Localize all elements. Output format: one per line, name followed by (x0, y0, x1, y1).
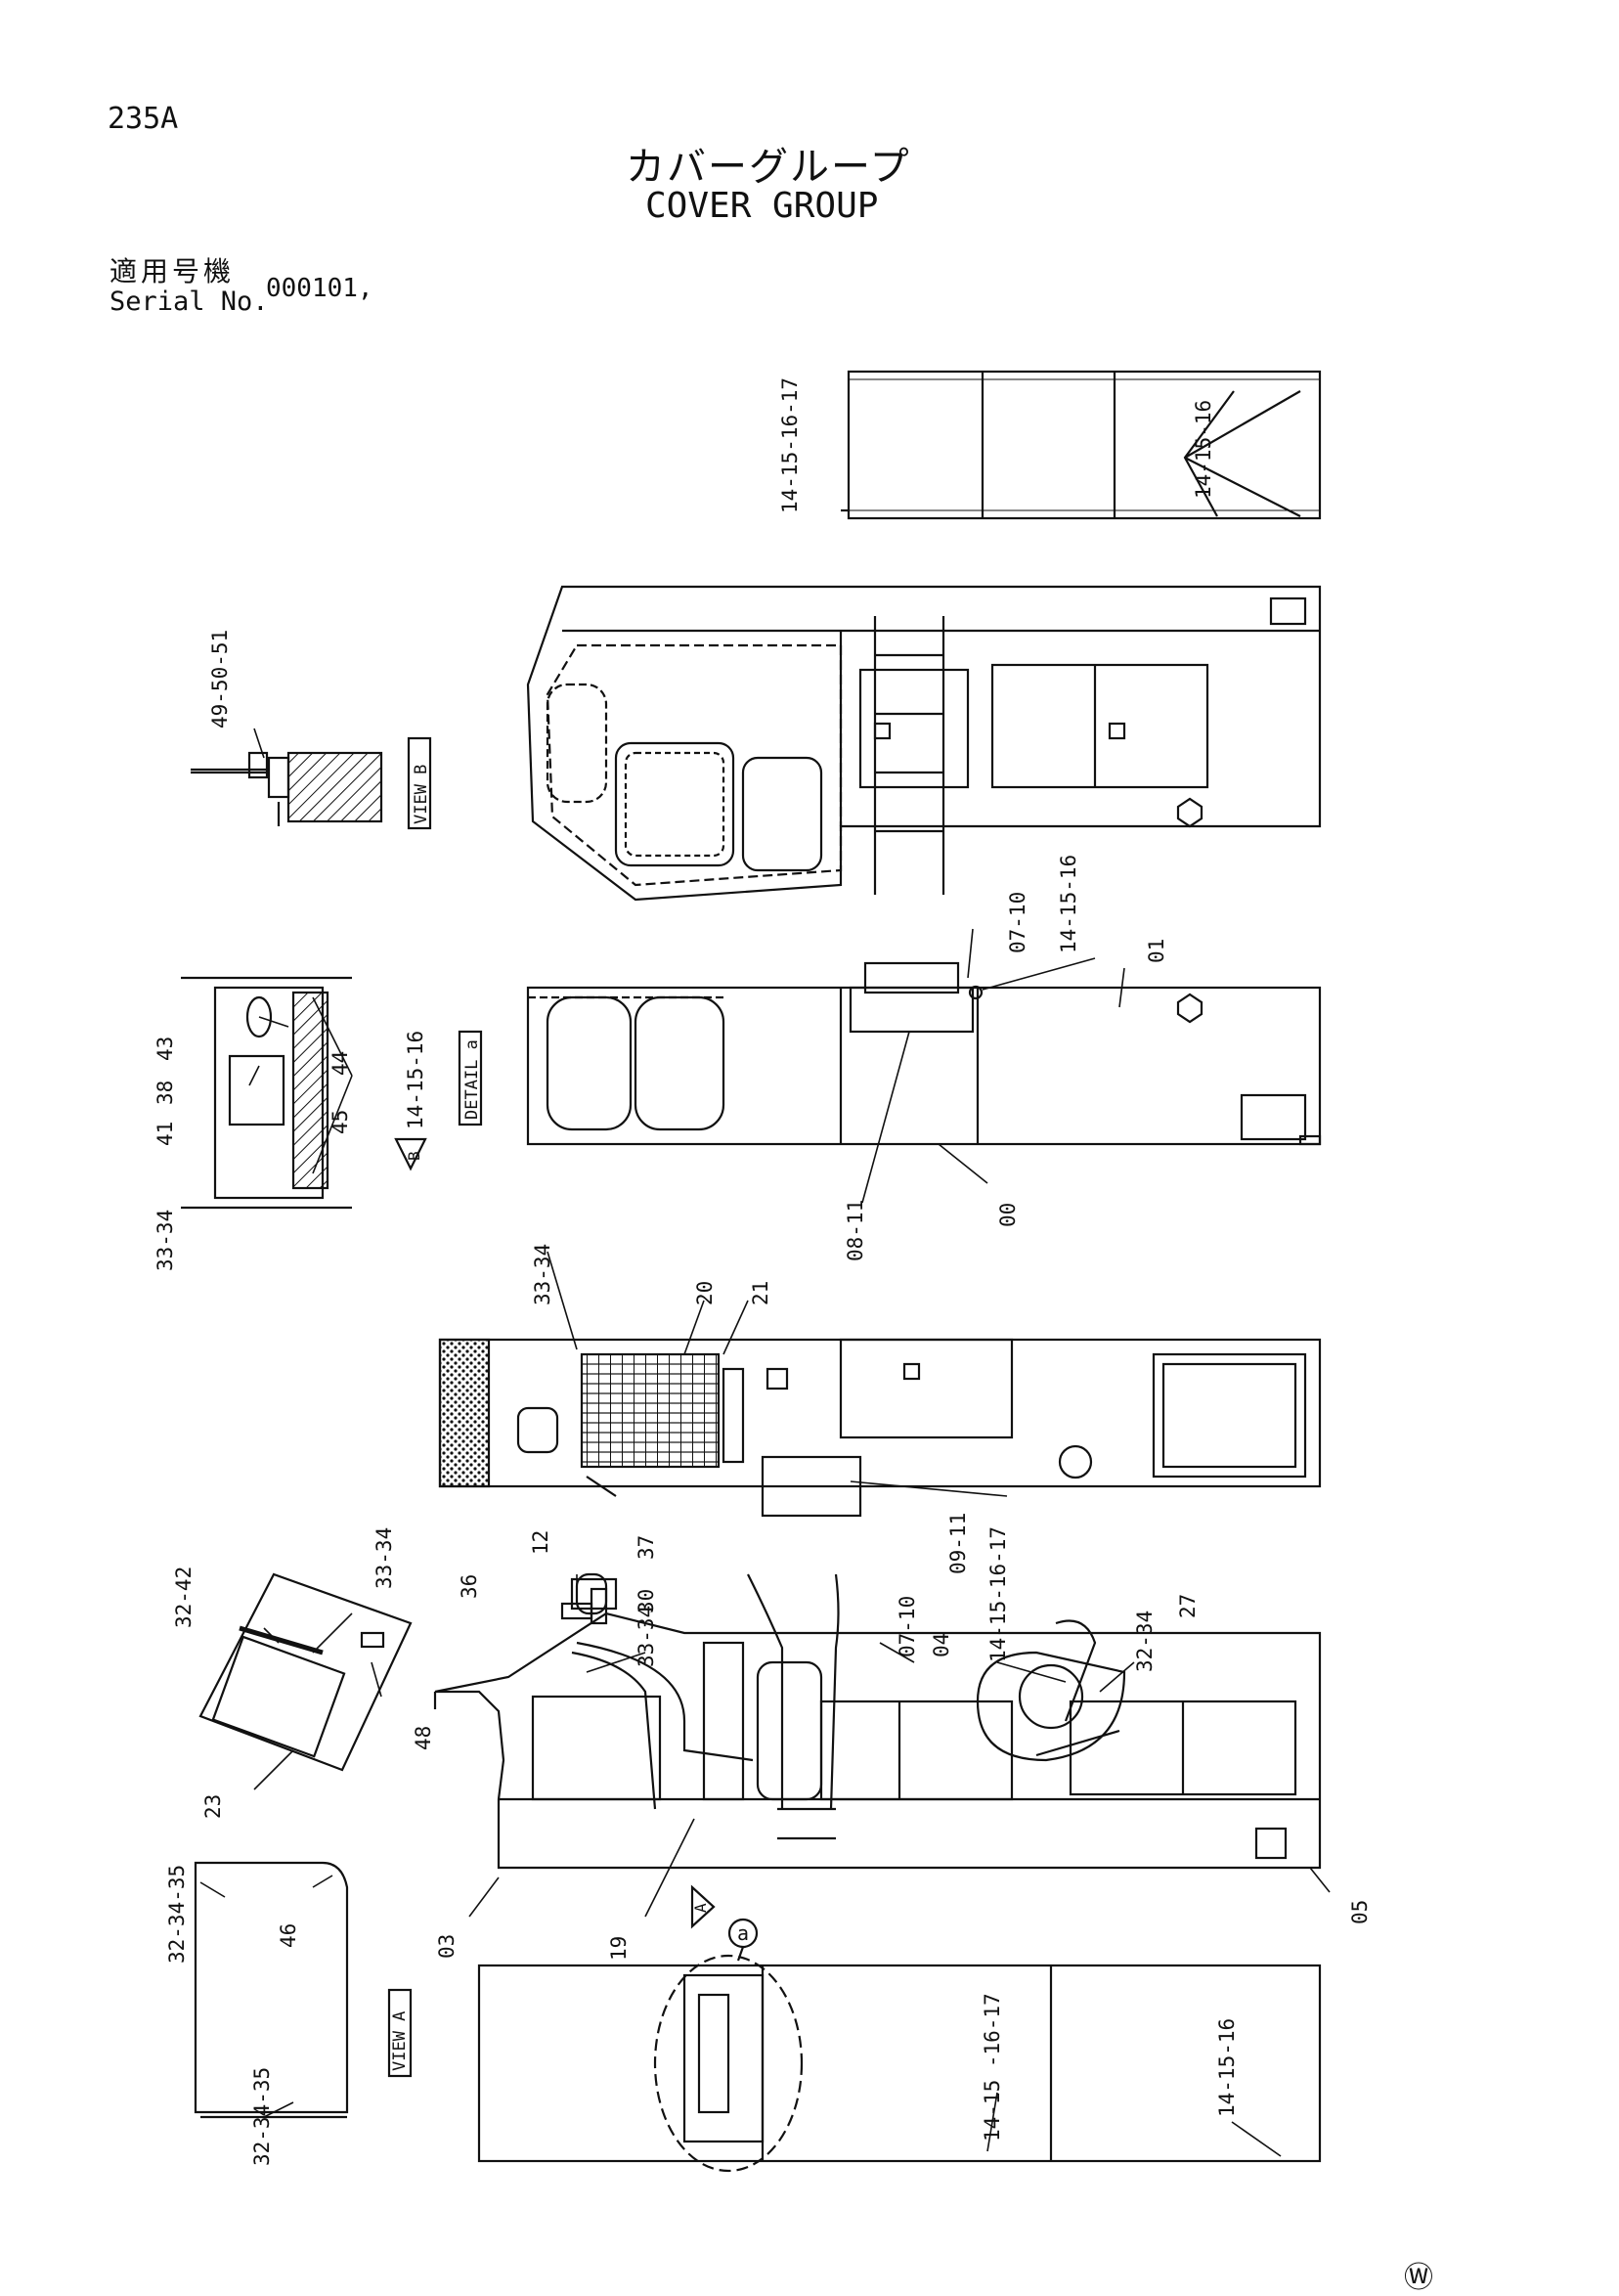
view-a: VIEW A A (194, 1861, 716, 2119)
callout-43: 43 (153, 1037, 177, 1061)
serial-label-japanese: 適用号機 (109, 255, 236, 287)
page-code: 235A (108, 102, 179, 136)
view-b-label: VIEW B (412, 765, 431, 824)
callout-36: 36 (458, 1574, 481, 1599)
callout-14-15-16-top: 14-15-16 (1192, 400, 1215, 499)
callout-48: 48 (412, 1726, 435, 1750)
serial-number-value: 000101, (266, 274, 373, 303)
roof-view-middle (526, 961, 1322, 1146)
callout-03: 03 (435, 1934, 459, 1959)
callout-33-34-panel: 33-34 (372, 1527, 396, 1589)
callout-27: 27 (1176, 1594, 1200, 1618)
callout-19: 19 (607, 1936, 631, 1961)
side-view-lower (433, 1572, 1322, 1870)
callout-20: 20 (693, 1281, 717, 1305)
leader-lines (199, 728, 1331, 2157)
arrow-b-label: B (405, 1151, 423, 1161)
view-a-label: VIEW A (390, 2011, 410, 2071)
callout-45: 45 (328, 1110, 352, 1134)
hatch-panel (198, 1572, 413, 1772)
callout-21: 21 (749, 1281, 772, 1305)
callout-14-15-16-upper: 14-15-16 (1057, 855, 1080, 953)
callout-12: 12 (529, 1530, 552, 1555)
arrow-a-label: A (691, 1903, 710, 1913)
roof-plan-top (841, 370, 1322, 520)
bottom-plan-view: a (477, 1918, 1322, 2173)
callout-33-34-mirror: 33-34 (634, 1606, 658, 1667)
callout-33-34-detail: 33-34 (153, 1210, 177, 1271)
callout-41: 41 (153, 1122, 177, 1146)
callout-00: 00 (996, 1203, 1020, 1227)
callout-04: 04 (930, 1633, 953, 1657)
detail-a-label: DETAIL a (462, 1039, 482, 1120)
callout-14-15-16-bottom: 14-15-16 (1215, 2018, 1239, 2117)
callout-14-15-16-17-bottom: 14-15 -16-17 (981, 1993, 1004, 2141)
callout-09-11: 09-11 (946, 1513, 970, 1574)
callout-01: 01 (1145, 939, 1168, 963)
callout-14-15-16-detail: 14-15-16 (404, 1031, 427, 1129)
callout-46: 46 (277, 1923, 300, 1948)
callout-32-42: 32-42 (172, 1567, 196, 1628)
callout-33-34-roof: 33-34 (531, 1244, 554, 1305)
callout-08-11: 08-11 (844, 1200, 867, 1261)
callout-37: 37 (634, 1535, 658, 1560)
callout-32-34-35-upper: 32-34-35 (165, 1865, 189, 1964)
callout-07-10-upper: 07-10 (1006, 892, 1029, 953)
side-view-cab (526, 585, 1322, 902)
callout-32-34-35-lower: 32-34-35 (250, 2067, 274, 2166)
title-japanese: カバーグループ (626, 145, 911, 190)
callout-38: 38 (153, 1081, 177, 1105)
callout-numbers: 14-15-16-17 14-15-16 49-50-51 07-10 14-1… (153, 377, 1372, 2166)
callout-14-15-16-17-top: 14-15-16-17 (778, 377, 802, 513)
callout-32-34: 32-34 (1133, 1611, 1157, 1672)
callout-14-15-16-17-lower: 14-15-16-17 (986, 1526, 1010, 1662)
w-mark: Ⓦ (1404, 2261, 1433, 2295)
callout-07-10-lower: 07-10 (896, 1596, 919, 1657)
top-view-body (438, 1338, 1322, 1518)
callout-44: 44 (328, 1051, 352, 1076)
callout-05: 05 (1348, 1900, 1372, 1924)
serial-label-english: Serial No. (109, 287, 269, 317)
detail-a-circle-label: a (737, 1921, 749, 1945)
view-b-detail: VIEW B (191, 736, 432, 830)
detail-a: DETAIL a B (181, 976, 483, 1210)
callout-49-50-51: 49-50-51 (208, 630, 232, 729)
callout-30: 30 (634, 1589, 658, 1613)
title-english: COVER GROUP (645, 186, 879, 226)
callout-23: 23 (201, 1794, 225, 1819)
